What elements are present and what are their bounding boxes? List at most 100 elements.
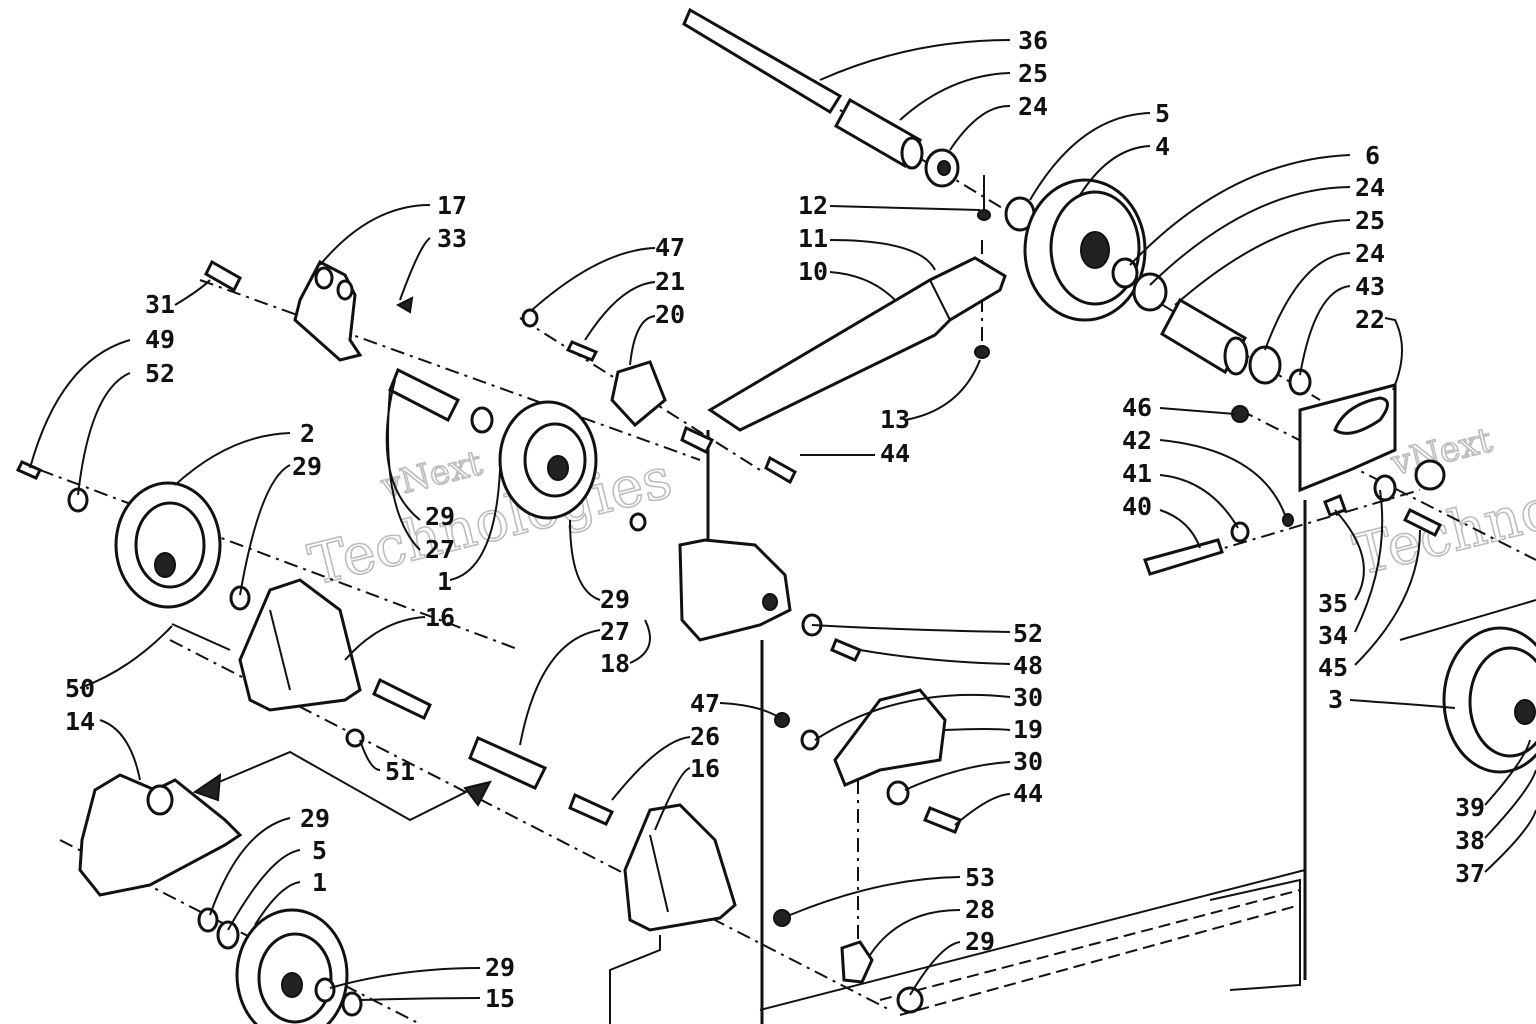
- callout-39: 39: [1455, 793, 1485, 822]
- bolt-50: [171, 623, 231, 651]
- washer-42: [1282, 513, 1294, 527]
- callout-35: 35: [1318, 589, 1348, 618]
- bracket-22: [1298, 383, 1397, 493]
- callout-22: 22: [1355, 305, 1385, 334]
- callout-5-bottom: 5: [312, 836, 327, 865]
- callout-27-b: 27: [600, 617, 630, 646]
- direction-arrow: [192, 750, 492, 822]
- callout-48: 48: [1013, 651, 1043, 680]
- spacer-26: [568, 792, 615, 826]
- watermark-line2: Technologies: [303, 446, 678, 599]
- mount-28: [840, 940, 874, 984]
- hub-right: [1414, 459, 1446, 491]
- callout-1-upper: 1: [437, 567, 452, 596]
- callout-25-top: 25: [1018, 59, 1048, 88]
- nut-47-top: [521, 308, 539, 328]
- washer-5-bottom: [216, 920, 240, 950]
- callout-16-lower: 16: [690, 754, 720, 783]
- bushing-24-mid: [1111, 257, 1139, 289]
- bolt-12: [977, 175, 991, 221]
- callout-1-lower: 1: [312, 868, 327, 897]
- callout-5-top: 5: [1155, 99, 1170, 128]
- callout-29-b: 29: [425, 502, 455, 531]
- washer-30-lower: [886, 780, 910, 806]
- callout-53: 53: [965, 863, 995, 892]
- bracket-17: [293, 259, 363, 362]
- frame-rails: [609, 430, 1536, 1024]
- bolt-45: [1402, 507, 1443, 538]
- callout-29-d: 29: [300, 804, 330, 833]
- bolt-44-top: [764, 455, 797, 485]
- callout-6: 6: [1365, 141, 1380, 170]
- callout-44-lower: 44: [1013, 779, 1043, 808]
- wheel-4: [1023, 178, 1147, 322]
- bracket-16-lower: [623, 803, 737, 932]
- bushing-35: [1323, 494, 1347, 517]
- callout-34: 34: [1318, 621, 1348, 650]
- callout-44-top: 44: [880, 439, 910, 468]
- nut-53: [773, 909, 791, 927]
- callout-38: 38: [1455, 826, 1485, 855]
- pivot-19: [833, 688, 947, 787]
- axle-36: [682, 7, 843, 115]
- callout-29-c: 29: [600, 585, 630, 614]
- callout-27-a: 27: [425, 535, 455, 564]
- callout-3: 3: [1328, 685, 1343, 714]
- callout-37: 37: [1455, 859, 1485, 888]
- spacer-34: [1373, 474, 1397, 502]
- callout-11: 11: [798, 224, 828, 253]
- spacer-27-lower: [468, 735, 548, 790]
- callout-17: 17: [437, 191, 467, 220]
- callout-13: 13: [880, 405, 910, 434]
- spacer-15: [314, 977, 363, 1017]
- wheel-3: [1442, 626, 1536, 774]
- wheel-1-lower: [235, 908, 349, 1024]
- washer-29-left: [229, 585, 251, 611]
- callout-52-right: 52: [1013, 619, 1043, 648]
- washer-29-lower: [896, 986, 924, 1014]
- wheel-1-upper: [498, 400, 598, 520]
- wheel-2: [114, 481, 222, 609]
- callout-41: 41: [1122, 459, 1152, 488]
- bolt-49: [15, 460, 43, 480]
- callout-24-top: 24: [1018, 92, 1048, 121]
- spacer-25-top: [833, 97, 924, 170]
- bushing-51: [345, 728, 365, 748]
- callout-49: 49: [145, 325, 175, 354]
- washer-29-bottom: [197, 907, 219, 933]
- callout-45: 45: [1318, 653, 1348, 682]
- washer-29-mid: [629, 512, 647, 532]
- parts: [15, 7, 1536, 1024]
- spacer-25-right: [1160, 297, 1249, 376]
- callout-47-top: 47: [655, 233, 685, 262]
- callout-29-a: 29: [292, 452, 322, 481]
- pin-31: [204, 259, 242, 293]
- callout-47-lower: 47: [690, 689, 720, 718]
- bolt-44-lower: [923, 806, 962, 834]
- callout-20: 20: [655, 300, 685, 329]
- callout-36: 36: [1018, 26, 1048, 55]
- callout-52-left: 52: [145, 359, 175, 388]
- bushing-24-top: [924, 148, 960, 188]
- bushing-24-right: [1248, 345, 1282, 385]
- callout-33: 33: [437, 224, 467, 253]
- washer-30-upper: [800, 729, 820, 751]
- callout-4: 4: [1155, 132, 1170, 161]
- pin-21: [565, 340, 599, 362]
- callout-29-e: 29: [965, 927, 995, 956]
- callout-30-b: 30: [1013, 747, 1043, 776]
- callout-26: 26: [690, 722, 720, 751]
- callout-19: 19: [1013, 715, 1043, 744]
- callout-43: 43: [1355, 272, 1385, 301]
- callout-12: 12: [798, 191, 828, 220]
- callout-16-left: 16: [425, 603, 455, 632]
- clip-33: [395, 296, 414, 314]
- callout-31: 31: [145, 290, 175, 319]
- washer-29-upper: [470, 406, 494, 434]
- callout-29-f: 29: [485, 953, 515, 982]
- leader-lines: [29, 39, 1536, 1001]
- callout-18: 18: [600, 649, 630, 678]
- callout-42: 42: [1122, 426, 1152, 455]
- callout-25-right: 25: [1355, 206, 1385, 235]
